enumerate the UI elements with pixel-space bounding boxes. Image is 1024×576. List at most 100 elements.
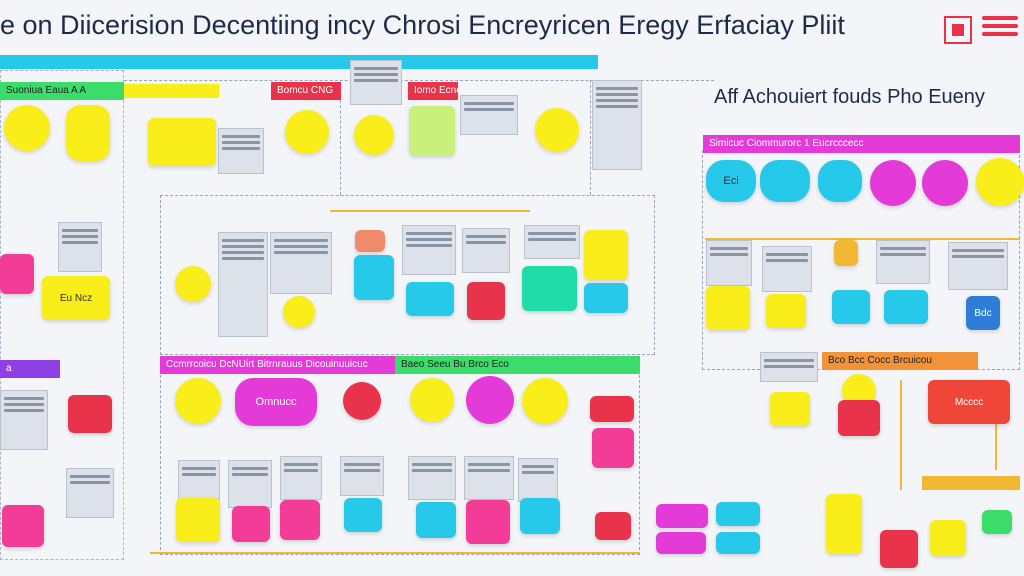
green-doc-tile[interactable]	[409, 106, 455, 156]
page-title: e on Diicerision Decentiing incy Chrosi …	[0, 10, 845, 40]
connector-line	[124, 80, 714, 82]
node-circle[interactable]	[466, 376, 514, 424]
node-circle[interactable]	[410, 378, 454, 422]
info-card	[706, 240, 752, 286]
yellow-tile[interactable]	[148, 118, 216, 166]
connector-line	[995, 380, 997, 470]
red-tile[interactable]	[590, 396, 634, 422]
yellow-tile[interactable]	[176, 498, 220, 542]
red-tile[interactable]	[880, 530, 918, 568]
cyan-tile[interactable]	[716, 502, 760, 526]
info-card	[462, 228, 510, 273]
cyan-tile[interactable]	[884, 290, 928, 324]
yellow-hat-tile[interactable]	[66, 105, 110, 161]
info-card	[524, 225, 580, 259]
left-green-bar[interactable]: Suoniua Eaua A A	[0, 82, 124, 100]
cyan-tile[interactable]	[716, 532, 760, 554]
info-card	[460, 95, 518, 135]
info-card	[760, 352, 818, 382]
info-card	[218, 232, 268, 337]
pink-tile[interactable]	[232, 506, 270, 542]
pink-left-tile[interactable]	[2, 505, 44, 547]
info-card	[876, 240, 930, 284]
bottom-green-bar[interactable]: Baeo Seeu Bu Brco Eco	[395, 356, 640, 374]
cyan-tile[interactable]	[584, 283, 628, 313]
node-circle[interactable]	[283, 296, 315, 328]
info-card	[350, 60, 402, 105]
node-circle[interactable]	[343, 382, 381, 420]
bottom-magenta-bar[interactable]: Ccmrrcoicu DcNUirt Bitrnrauus Dicouinuui…	[160, 356, 395, 374]
magenta-right-bar[interactable]: Simicuc Ciommurorc 1 Eucrcccecc	[703, 135, 1020, 153]
green-tile[interactable]	[522, 266, 577, 311]
node-circle[interactable]	[285, 110, 329, 154]
red-tile[interactable]	[595, 512, 631, 540]
cyan-tile[interactable]	[344, 498, 382, 532]
pink-tile[interactable]	[592, 428, 634, 468]
red-label-2[interactable]: Iomo Ecne	[408, 82, 458, 100]
orange-right-bar[interactable]: Bco Bcc Cocc Brcuicou	[822, 352, 978, 370]
magenta-tile[interactable]	[656, 504, 708, 528]
connector-line	[330, 210, 530, 212]
blue-tile[interactable]: Bdc	[966, 296, 1000, 330]
connector-line	[590, 80, 592, 195]
info-card	[66, 468, 114, 518]
red-box-tile[interactable]	[467, 282, 505, 320]
menu-icon[interactable]	[982, 16, 1018, 44]
pink-tile[interactable]	[280, 500, 320, 540]
cyan-tile[interactable]	[416, 502, 456, 538]
yellow-left-tile[interactable]: Eu Ncz	[42, 276, 110, 320]
yellow-doc-tile[interactable]	[706, 286, 750, 330]
info-card	[948, 242, 1008, 290]
red-tile[interactable]	[838, 400, 880, 436]
node-circle[interactable]	[354, 115, 394, 155]
node-circle[interactable]	[976, 158, 1024, 206]
top-header-bar	[0, 55, 598, 69]
pink-tile[interactable]	[0, 254, 34, 294]
connector-line	[900, 380, 902, 490]
node-circle[interactable]	[522, 378, 568, 424]
connector-line	[340, 90, 342, 195]
cyan-tile[interactable]	[832, 290, 870, 324]
green-tile[interactable]	[982, 510, 1012, 534]
info-card	[270, 232, 332, 294]
center-panel-frame	[160, 195, 655, 355]
node-circle[interactable]	[4, 105, 50, 151]
yellow-tile[interactable]	[770, 392, 810, 426]
magenta-pill[interactable]: Omnucc	[235, 378, 317, 426]
info-card	[178, 460, 220, 500]
yellow-strip	[124, 84, 219, 98]
node-circle[interactable]	[870, 160, 916, 206]
cyan-gel-pill[interactable]	[760, 160, 810, 202]
left-violet-bar[interactable]: a	[0, 360, 60, 378]
magenta-tile[interactable]	[656, 532, 706, 554]
cyan-gel-pill[interactable]: Eci	[706, 160, 756, 202]
red-photo-tile[interactable]	[355, 230, 385, 252]
connector-line	[150, 552, 640, 554]
cyan-tile[interactable]	[354, 255, 394, 300]
info-card	[464, 456, 514, 500]
info-card	[228, 460, 272, 508]
node-circle[interactable]	[175, 378, 221, 424]
cyan-gel-pill[interactable]	[818, 160, 862, 202]
node-circle[interactable]	[922, 160, 968, 206]
cyan-tile[interactable]	[406, 282, 454, 316]
node-circle[interactable]	[175, 266, 211, 302]
info-card	[340, 456, 384, 496]
red-label-1[interactable]: Bomcu CNG	[271, 82, 341, 100]
info-card	[592, 80, 642, 170]
red-left-tile[interactable]	[68, 395, 112, 433]
info-card	[408, 456, 456, 500]
info-card	[518, 458, 558, 502]
cyan-tile[interactable]	[520, 498, 560, 534]
yellow-doc-tile[interactable]	[584, 230, 628, 280]
yellow-tile[interactable]	[766, 294, 806, 328]
yellow-tile[interactable]	[826, 494, 862, 554]
yellow-tile[interactable]	[930, 520, 966, 556]
pink-tile[interactable]	[466, 500, 510, 544]
orange-tile[interactable]	[834, 240, 858, 266]
info-card	[0, 390, 48, 450]
red-right-tile[interactable]: Mcccc	[928, 380, 1010, 424]
logo-icon	[944, 16, 972, 44]
left-panel-frame	[0, 70, 124, 560]
node-circle[interactable]	[535, 108, 579, 152]
